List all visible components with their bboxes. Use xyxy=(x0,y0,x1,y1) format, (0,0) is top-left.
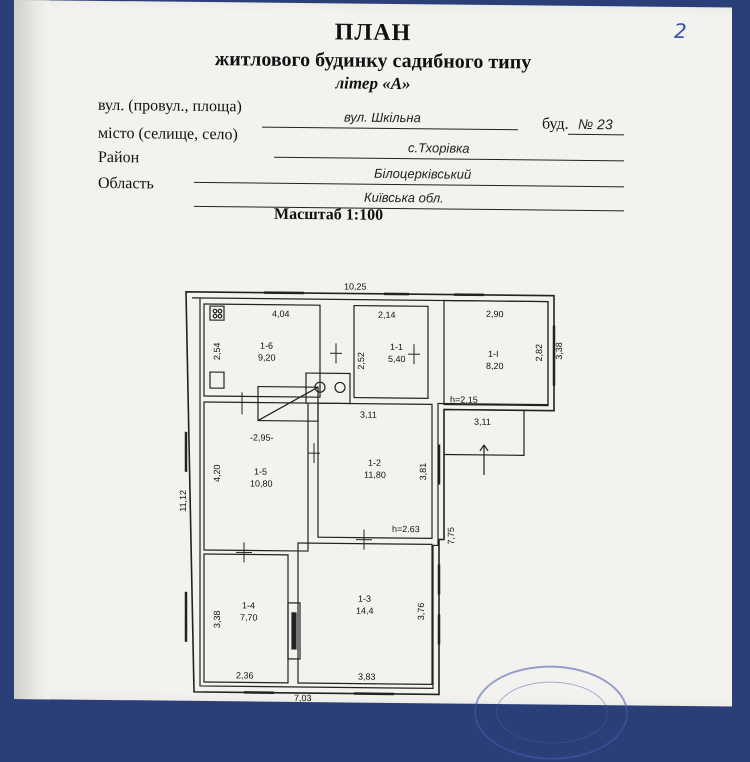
room-1-4-id: 1-4 xyxy=(242,600,255,610)
dim-porch-width: 3,11 xyxy=(474,417,491,427)
room-1-3-id: 1-3 xyxy=(358,594,371,604)
sink xyxy=(210,372,224,388)
dim-overall-bottom: 7,03 xyxy=(294,693,312,703)
dim-overall-top: 10,25 xyxy=(344,281,367,291)
document-page: 2 ПЛАН житлового будинку садибного типу … xyxy=(14,0,732,707)
room-1-4-area: 7,70 xyxy=(240,612,258,622)
official-stamp-inner xyxy=(496,681,608,744)
dim-1-4-bottom: 2,36 xyxy=(236,670,254,680)
dim-overall-left: 11,12 xyxy=(178,490,188,512)
dim-1-2-side: 3,81 xyxy=(418,463,428,481)
dim-1-1-side: 2,52 xyxy=(356,352,366,370)
room-1-2-area: 11,80 xyxy=(364,470,386,480)
height-main: h=2.63 xyxy=(392,524,420,534)
dim-1-4-side: 3,38 xyxy=(212,611,222,629)
room-1-i-id: 1-І xyxy=(488,349,499,359)
dim-1-5-side: 4,20 xyxy=(212,465,222,483)
floor-plan: 10,25 7,03 11,12 7,75 4,04 2,54 1-6 9,20… xyxy=(14,0,732,707)
dim-1-5-top: -2,95- xyxy=(250,432,274,442)
room-1-2-id: 1-2 xyxy=(368,458,381,468)
room-1-5-id: 1-5 xyxy=(254,467,267,477)
dim-1-i-side: 2,82 xyxy=(534,344,544,362)
dim-right-side: 7,75 xyxy=(446,527,456,545)
room-1-6-id: 1-6 xyxy=(260,341,273,351)
dim-1-3-side: 3,76 xyxy=(416,603,426,621)
room-1-6-area: 9,20 xyxy=(258,353,276,363)
dim-1-3-bottom: 3,83 xyxy=(358,672,376,682)
dim-1-1-top: 2,14 xyxy=(378,310,396,320)
official-stamp xyxy=(474,665,628,761)
boiler xyxy=(306,373,350,403)
dim-1-2-top: 3,11 xyxy=(360,410,377,420)
dim-1-6-top: 4,04 xyxy=(272,309,290,319)
room-1-i-area: 8,20 xyxy=(486,361,504,371)
gas-stove xyxy=(210,306,224,320)
dim-1-6-side: 2,54 xyxy=(212,343,222,361)
height-veranda: h=2.15 xyxy=(450,395,478,405)
room-1-1-area: 5,40 xyxy=(388,354,406,364)
room-1-3-area: 14,4 xyxy=(356,606,374,616)
outer-wall xyxy=(186,292,554,696)
room-1-1-id: 1-1 xyxy=(390,342,403,352)
dim-veranda-outer: 3,38 xyxy=(554,342,564,360)
room-1-5-area: 10,80 xyxy=(250,478,273,488)
dim-1-i-top: 2,90 xyxy=(486,309,504,319)
